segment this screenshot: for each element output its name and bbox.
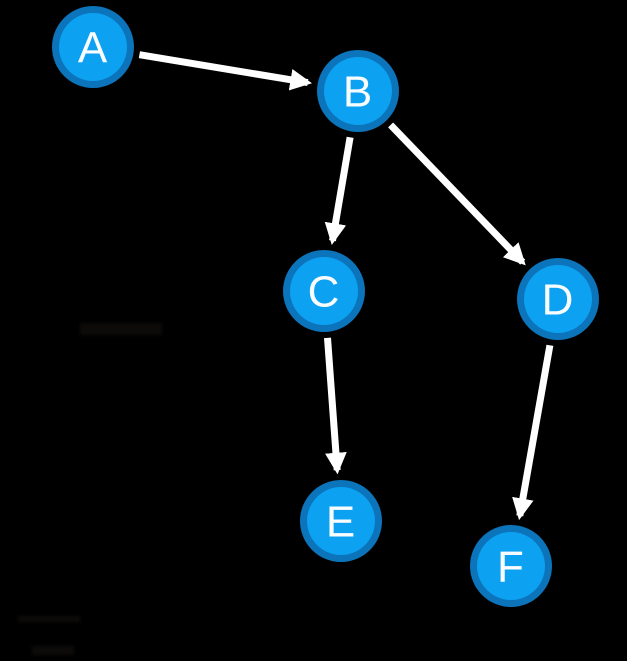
edge-B-C <box>324 136 354 245</box>
node-label-F: F <box>497 542 525 591</box>
edges-layer <box>138 51 554 521</box>
edge-C-E <box>324 337 347 475</box>
node-label-B: B <box>343 67 373 116</box>
node-circle <box>324 57 392 125</box>
graph-node-A[interactable]: A <box>52 6 134 88</box>
edge-B-D <box>388 122 526 266</box>
edge-D-F <box>512 344 554 521</box>
graph-node-D[interactable]: D <box>517 258 599 340</box>
node-label-D: D <box>542 275 575 324</box>
node-circle <box>477 532 545 600</box>
graph-node-E[interactable]: E <box>300 480 382 562</box>
node-circle <box>307 487 375 555</box>
graph-node-C[interactable]: C <box>283 250 365 332</box>
node-label-E: E <box>326 497 356 546</box>
graph-node-B[interactable]: B <box>317 50 399 132</box>
nodes-layer: A B C D E F <box>52 6 599 607</box>
node-label-A: A <box>78 23 108 72</box>
node-circle <box>524 265 592 333</box>
node-label-C: C <box>308 267 341 316</box>
graph-node-F[interactable]: F <box>470 525 552 607</box>
node-circle <box>290 257 358 325</box>
edge-A-B <box>138 51 312 91</box>
node-circle <box>59 13 127 81</box>
